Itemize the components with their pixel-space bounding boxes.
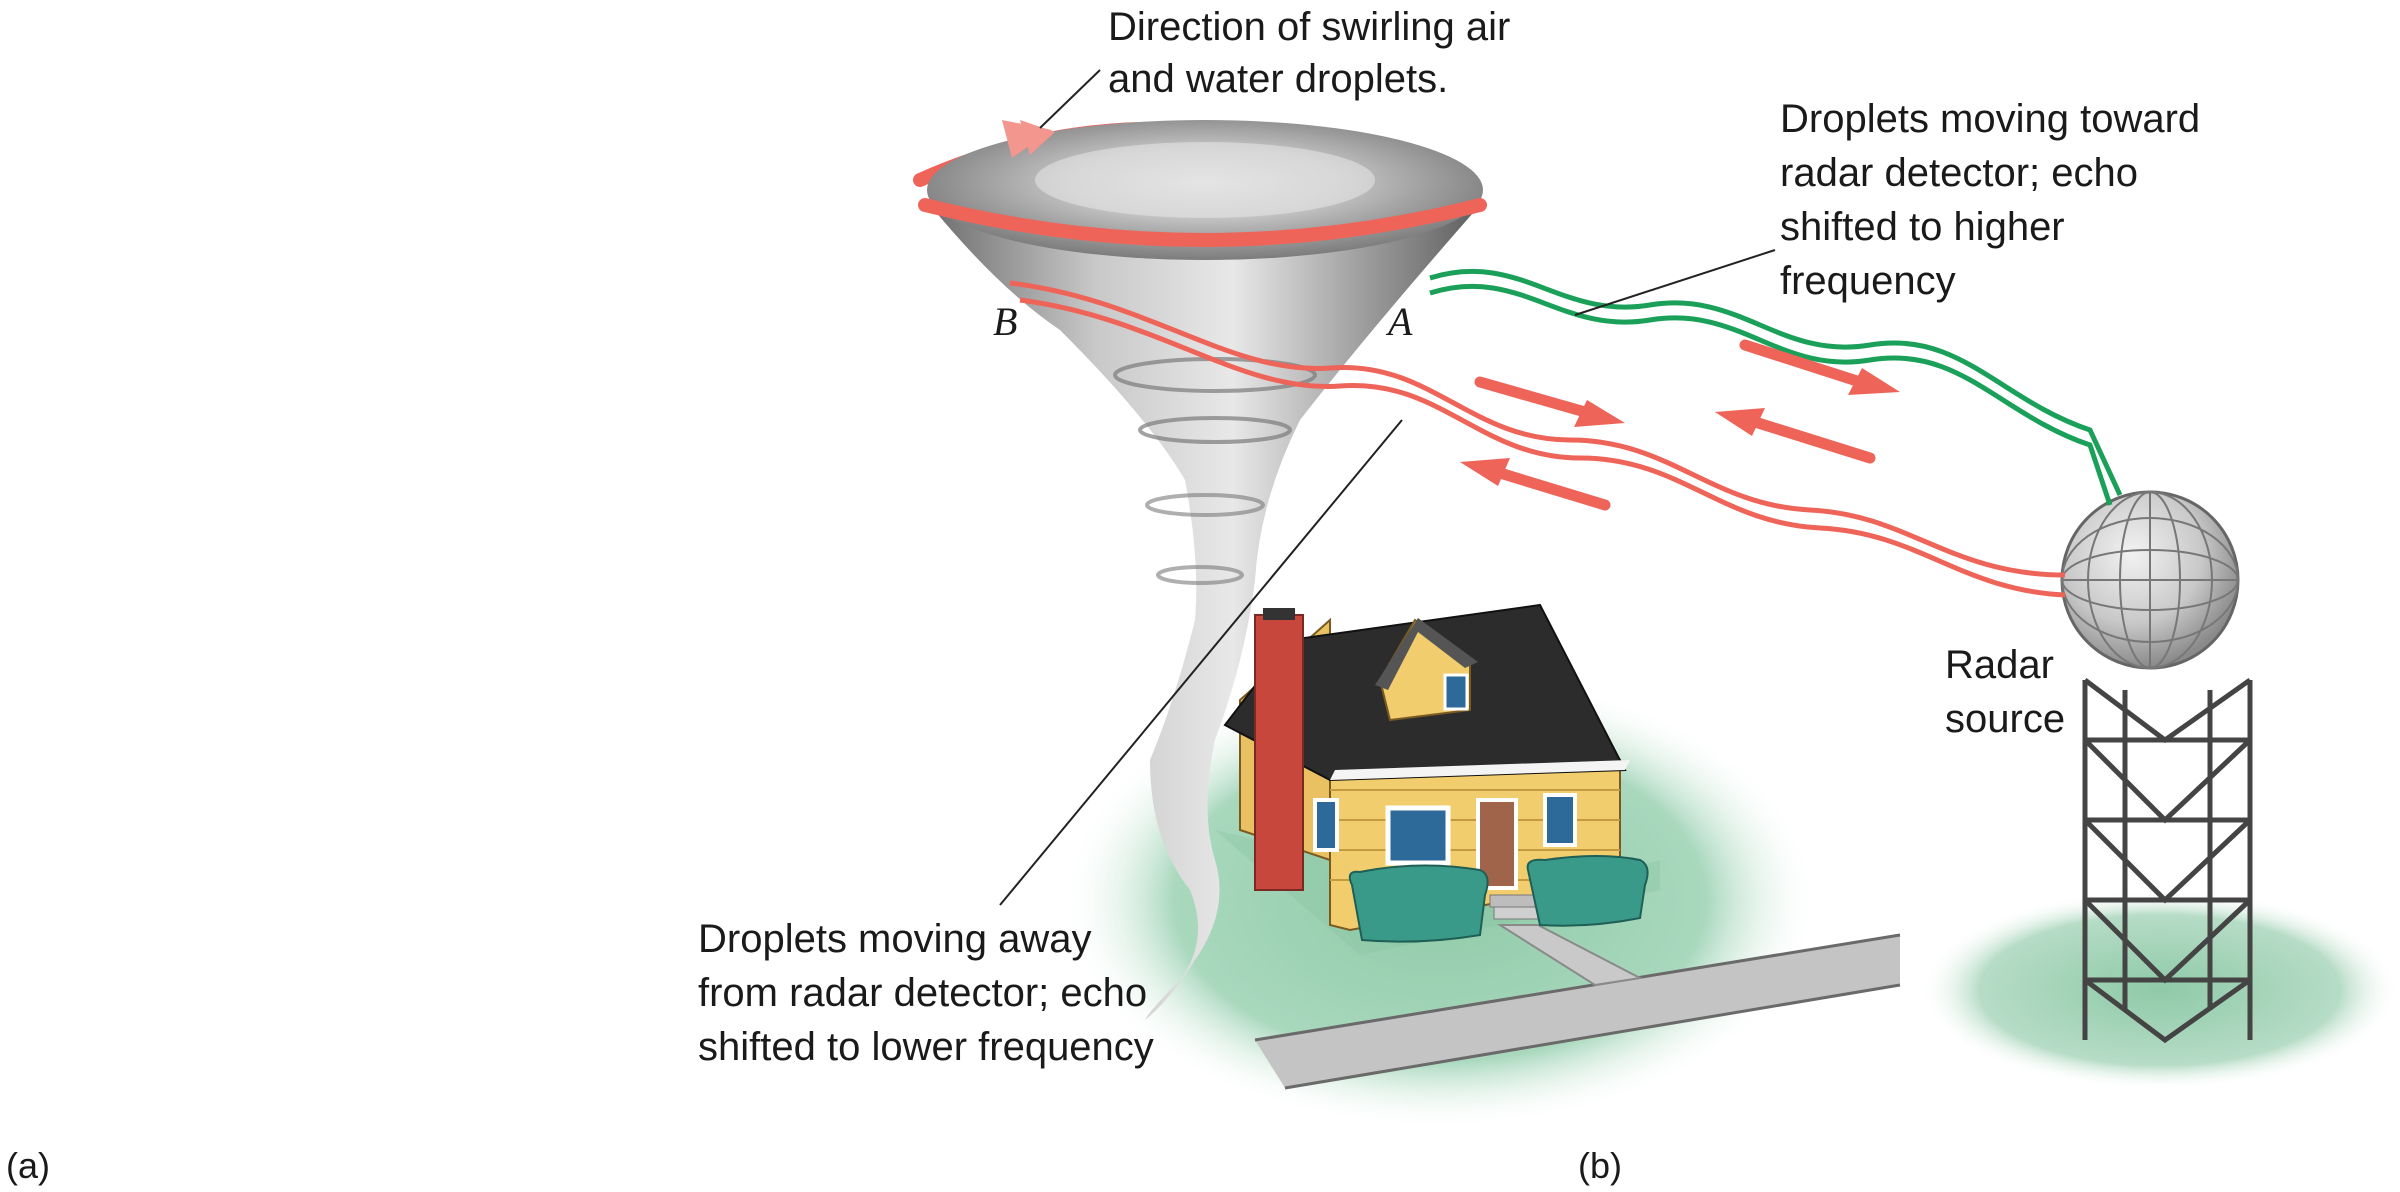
arrow-outgoing-lower	[1474, 376, 1625, 427]
walkway	[1496, 924, 1644, 987]
leader-toward	[1574, 249, 1776, 316]
arrow-outgoing-upper	[1739, 339, 1900, 395]
shrub-left	[1348, 864, 1489, 943]
chimney	[1254, 614, 1304, 891]
label-point-a: A	[1385, 299, 1413, 344]
house	[1215, 603, 1660, 955]
road	[1254, 933, 1901, 1090]
wave-away-from-detector	[1009, 280, 2066, 598]
leader-away	[999, 419, 1403, 906]
leader-swirl	[1039, 69, 1101, 129]
radar-tower	[2082, 677, 2253, 1044]
label-toward-3: shifted to higher	[1780, 205, 2065, 249]
label-point-b: B	[993, 299, 1017, 344]
label-away-2: from radar detector; echo	[698, 971, 1147, 1015]
tower-ground	[1920, 890, 2400, 1090]
label-toward-1: Droplets moving toward	[1780, 97, 2200, 141]
label-radar-2: source	[1945, 697, 2065, 741]
tornado	[913, 120, 1487, 1020]
label-away-3: shifted to lower frequency	[698, 1025, 1154, 1069]
label-toward-4: frequency	[1780, 259, 1956, 303]
radar-dome	[2060, 490, 2240, 670]
panel-label-a: (a)	[6, 1145, 50, 1186]
label-away-1: Droplets moving away	[698, 917, 1092, 961]
panel-label-b: (b)	[1578, 1145, 1622, 1186]
label-swirl-1: Direction of swirling air	[1108, 5, 1510, 49]
shrub-right	[1526, 855, 1649, 927]
label-radar-1: Radar	[1945, 643, 2054, 687]
wave-toward-detector	[1429, 268, 2123, 506]
swirl-arrow-icon	[1002, 120, 1052, 158]
arrow-return-lower	[1460, 458, 1611, 511]
arrow-return-upper	[1715, 408, 1876, 464]
label-toward-2: radar detector; echo	[1780, 151, 2138, 195]
label-swirl-2: and water droplets.	[1108, 57, 1448, 101]
